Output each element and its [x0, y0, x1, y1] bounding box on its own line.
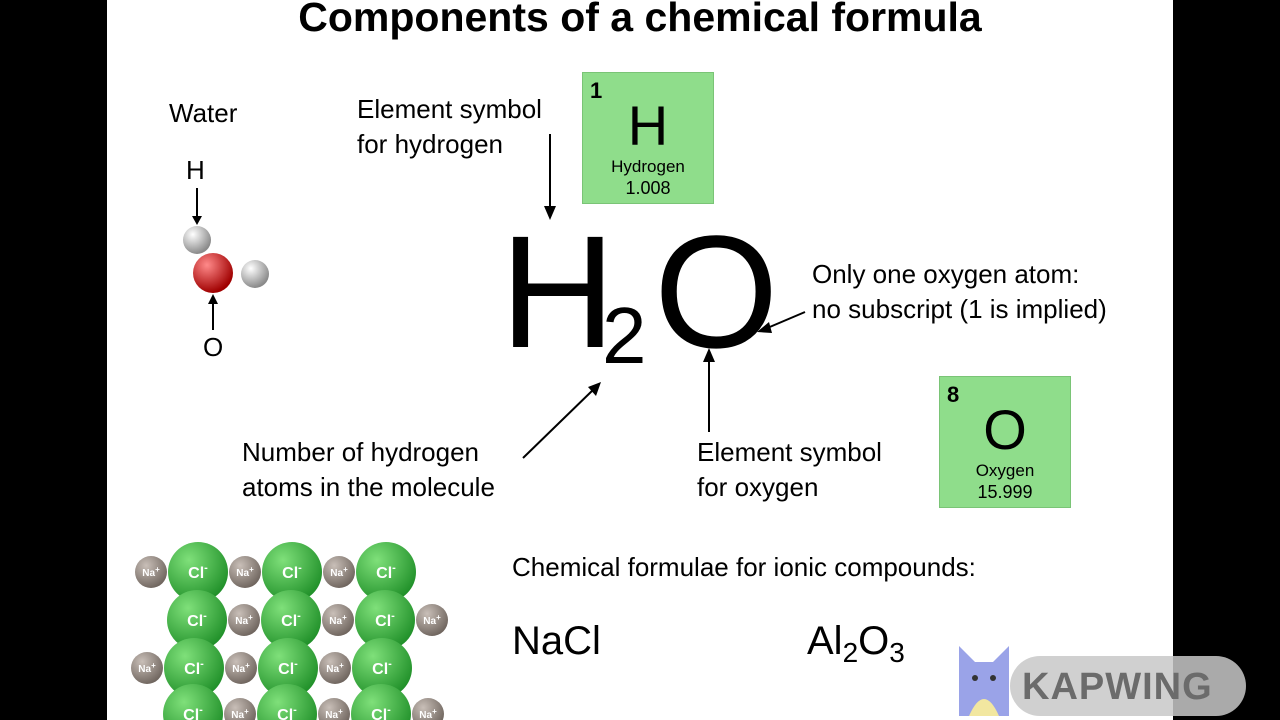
hydrogen-tile: 1 H Hydrogen 1.008 [582, 72, 714, 204]
chloride-ion: Cl- [355, 590, 415, 650]
water-label: Water [169, 98, 238, 128]
sodium-ion: Na+ [229, 556, 261, 588]
chloride-label: Cl- [282, 562, 302, 582]
chloride-ion: Cl- [352, 638, 412, 698]
formula-part: Al [807, 619, 843, 663]
callout-arrows [522, 134, 806, 459]
chloride-label: Cl- [187, 610, 207, 630]
chloride-ion: Cl- [261, 590, 321, 650]
element-symbol: O [983, 398, 1027, 461]
sodium-ion: Na+ [228, 604, 260, 636]
callout-line: Only one oxygen atom: [812, 259, 1080, 289]
atomic-mass: 15.999 [977, 482, 1033, 502]
chloride-label: Cl- [188, 562, 208, 582]
o-symbol-callout: Element symbol for oxygen [697, 435, 882, 505]
callout-line: Number of hydrogen [242, 437, 480, 467]
one-oxygen-callout: Only one oxygen atom: no subscript (1 is… [812, 257, 1107, 327]
callout-line: Element symbol [357, 94, 542, 124]
formula-subscript: 3 [889, 637, 905, 668]
callout-line: no subscript (1 is implied) [812, 294, 1107, 324]
hydrogen-atom [183, 226, 211, 254]
element-name: Oxygen [975, 461, 1035, 480]
sodium-ion: Na+ [131, 652, 163, 684]
formula-h: H [500, 202, 616, 381]
num-hydrogen-callout: Number of hydrogen atoms in the molecule [242, 435, 495, 505]
element-name: Hydrogen [611, 157, 685, 176]
hydrogen-atom [241, 260, 269, 288]
chloride-ion: Cl- [258, 638, 318, 698]
formula-part: O [858, 619, 890, 663]
sodium-ion: Na+ [322, 604, 354, 636]
kapwing-logo-icon [959, 646, 1009, 716]
atomic-number: 1 [590, 78, 603, 103]
h-symbol-callout: Element symbol for hydrogen [357, 92, 542, 162]
formula-subscript: 2 [842, 637, 859, 668]
sodium-ion: Na+ [224, 698, 256, 720]
chloride-label: Cl- [375, 610, 395, 630]
chloride-label: Cl- [376, 562, 396, 582]
nacl-lattice: Na+ Na+ Na+ Cl- Cl- Cl- Na+ Na+ Na+ Cl- Cl- Cl- Na+ N… [131, 542, 448, 720]
callout-line: Element symbol [697, 437, 882, 467]
chloride-ion: Cl- [351, 684, 411, 720]
sodium-ion: Na+ [416, 604, 448, 636]
formula-subscript: 2 [602, 291, 647, 380]
callout-line: atoms in the molecule [242, 472, 495, 502]
molecule-o-label: O [203, 332, 224, 362]
watermark-pill [1010, 656, 1246, 716]
slide: Components of a chemical formula Water H… [107, 0, 1173, 720]
oxygen-tile: 8 O Oxygen 15.999 [939, 376, 1071, 508]
watermark-text: KAPWING [1022, 666, 1213, 708]
element-symbol: H [627, 94, 669, 157]
chloride-label: Cl- [184, 658, 204, 678]
oxygen-atom [193, 253, 233, 293]
sodium-ion: Na+ [323, 556, 355, 588]
sodium-ion: Na+ [319, 652, 351, 684]
chloride-ion: Cl- [168, 542, 228, 602]
al2o3-formula: Al2O3 [807, 621, 905, 667]
sodium-ion: Na+ [135, 556, 167, 588]
callout-line: for hydrogen [357, 129, 503, 159]
sodium-ion: Na+ [318, 698, 350, 720]
atomic-number: 8 [947, 382, 960, 407]
sodium-ion: Na+ [412, 698, 444, 720]
chloride-label: Cl- [371, 704, 391, 720]
chloride-label: Cl- [277, 704, 297, 720]
chloride-ion: Cl- [164, 638, 224, 698]
slide-title: Components of a chemical formula [298, 0, 982, 40]
chloride-label: Cl- [372, 658, 392, 678]
atomic-mass: 1.008 [625, 178, 671, 198]
chloride-ion: Cl- [167, 590, 227, 650]
callout-line: for oxygen [697, 472, 819, 502]
chloride-ion: Cl- [262, 542, 322, 602]
sodium-ion: Na+ [225, 652, 257, 684]
molecule-h-label: H [186, 155, 205, 185]
water-molecule [183, 188, 269, 330]
chloride-ion: Cl- [356, 542, 416, 602]
chloride-label: Cl- [281, 610, 301, 630]
chloride-label: Cl- [183, 704, 203, 720]
chloride-ion: Cl- [257, 684, 317, 720]
chloride-label: Cl- [278, 658, 298, 678]
chloride-ion: Cl- [163, 684, 223, 720]
ionic-heading: Chemical formulae for ionic compounds: [512, 552, 976, 582]
formula-o: O [654, 202, 779, 381]
nacl-formula: NaCl [512, 619, 601, 663]
